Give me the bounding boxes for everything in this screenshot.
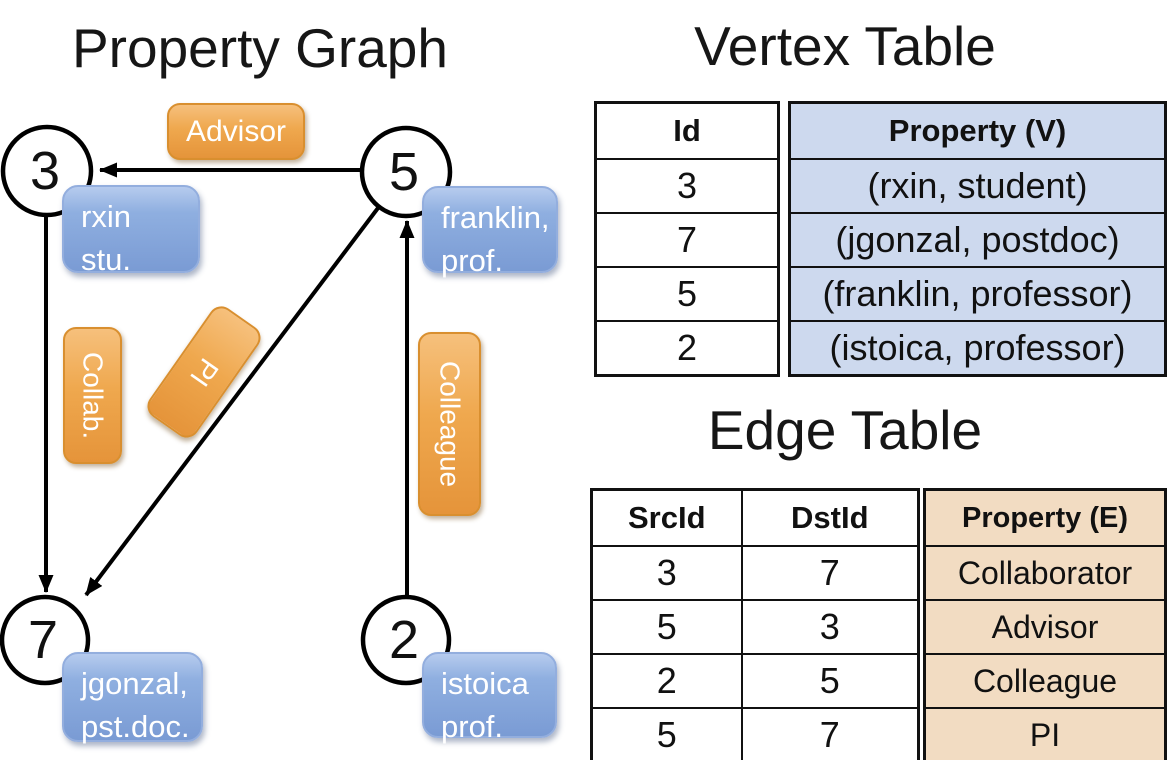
edge-label-collab: Collab. <box>63 327 122 464</box>
edge-5-to-7-pi <box>84 206 380 597</box>
edge-srcid-cell: 5 <box>590 707 743 760</box>
table-row: 7 <box>594 212 780 268</box>
edge-table-title: Edge Table <box>707 399 983 461</box>
vertex-table-title: Vertex Table <box>694 15 996 77</box>
node-5-prop-line2: prof. <box>441 243 504 278</box>
vertex-property-cell: (rxin, student) <box>788 158 1167 214</box>
node-2-property-box: istoica prof. <box>422 652 557 744</box>
edge-srcid-cell: 3 <box>590 545 743 601</box>
vertex-id-header: Id <box>594 101 780 160</box>
node-5-prop-line1: franklin, <box>441 200 550 235</box>
edge-property-cell: Advisor <box>923 599 1167 655</box>
table-row: Id <box>594 101 780 160</box>
vertex-property-cell: (franklin, professor) <box>788 266 1167 322</box>
table-row: (jgonzal, postdoc) <box>788 212 1167 268</box>
node-7-prop-line2: pst.doc. <box>81 709 190 744</box>
edge-dstid-cell: 7 <box>740 545 920 601</box>
edge-property-cell: Collaborator <box>923 545 1167 601</box>
node-5-property-box: franklin, prof. <box>422 186 558 278</box>
table-row: 5 <box>594 266 780 322</box>
vertex-property-cell: (istoica, professor) <box>788 320 1167 377</box>
table-row: Property (E) <box>923 488 1167 547</box>
table-row: 5 7 <box>590 707 920 760</box>
node-5-id: 5 <box>388 142 420 202</box>
vertex-id-cell: 7 <box>594 212 780 268</box>
vertex-id-cell: 5 <box>594 266 780 322</box>
node-2-prop-line1: istoica <box>441 666 529 701</box>
node-7-id: 7 <box>27 610 59 670</box>
edge-label-colleague: Colleague <box>418 332 481 516</box>
edge-dstid-cell: 7 <box>740 707 920 760</box>
node-2-prop-line2: prof. <box>441 709 504 744</box>
node-7-prop-line1: jgonzal, <box>81 666 188 701</box>
edge-label-colleague-text: Colleague <box>434 360 466 488</box>
table-row: Colleague <box>923 653 1167 709</box>
property-graph-title: Property Graph <box>71 17 448 79</box>
edge-dstid-header: DstId <box>740 488 920 547</box>
edge-property-cell: PI <box>923 707 1167 760</box>
table-row: 5 3 <box>590 599 920 655</box>
edge-label-collab-text: Collab. <box>77 351 109 440</box>
edge-label-pi-text: PI <box>184 352 225 393</box>
node-3-id: 3 <box>29 141 61 201</box>
edge-property-cell: Colleague <box>923 653 1167 709</box>
vertex-property-subtable: Property (V) (rxin, student) (jgonzal, p… <box>788 101 1167 377</box>
vertex-id-subtable: Id 3 7 5 2 <box>594 101 780 377</box>
edge-srcid-header: SrcId <box>590 488 743 547</box>
table-row: Property (V) <box>788 101 1167 160</box>
node-3-property-box: rxin stu. <box>62 185 200 277</box>
table-row: 2 <box>594 320 780 377</box>
vertex-id-cell: 2 <box>594 320 780 377</box>
node-2-id: 2 <box>388 610 420 670</box>
table-row: PI <box>923 707 1167 760</box>
table-row: Collaborator <box>923 545 1167 601</box>
edge-label-advisor-text: Advisor <box>185 114 287 148</box>
node-3-prop-line1: rxin <box>81 199 131 234</box>
node-7-property-box: jgonzal, pst.doc. <box>62 652 203 744</box>
edge-property-header: Property (E) <box>923 488 1167 547</box>
edge-srcid-cell: 5 <box>590 599 743 655</box>
table-row: 3 <box>594 158 780 214</box>
table-row: SrcId DstId <box>590 488 920 547</box>
edge-property-subtable: Property (E) Collaborator Advisor Collea… <box>923 488 1167 760</box>
table-row: Advisor <box>923 599 1167 655</box>
table-row: (istoica, professor) <box>788 320 1167 377</box>
vertex-property-cell: (jgonzal, postdoc) <box>788 212 1167 268</box>
table-row: 3 7 <box>590 545 920 601</box>
edge-label-advisor: Advisor <box>167 103 305 160</box>
edge-dstid-cell: 5 <box>740 653 920 709</box>
table-row: (rxin, student) <box>788 158 1167 214</box>
edge-dstid-cell: 3 <box>740 599 920 655</box>
node-3-prop-line2: stu. <box>81 242 131 277</box>
table-row: 2 5 <box>590 653 920 709</box>
edge-srcid-cell: 2 <box>590 653 743 709</box>
vertex-id-cell: 3 <box>594 158 780 214</box>
vertex-property-header: Property (V) <box>788 101 1167 160</box>
edge-src-dst-subtable: SrcId DstId 3 7 5 3 2 5 5 7 <box>590 488 920 760</box>
table-row: (franklin, professor) <box>788 266 1167 322</box>
